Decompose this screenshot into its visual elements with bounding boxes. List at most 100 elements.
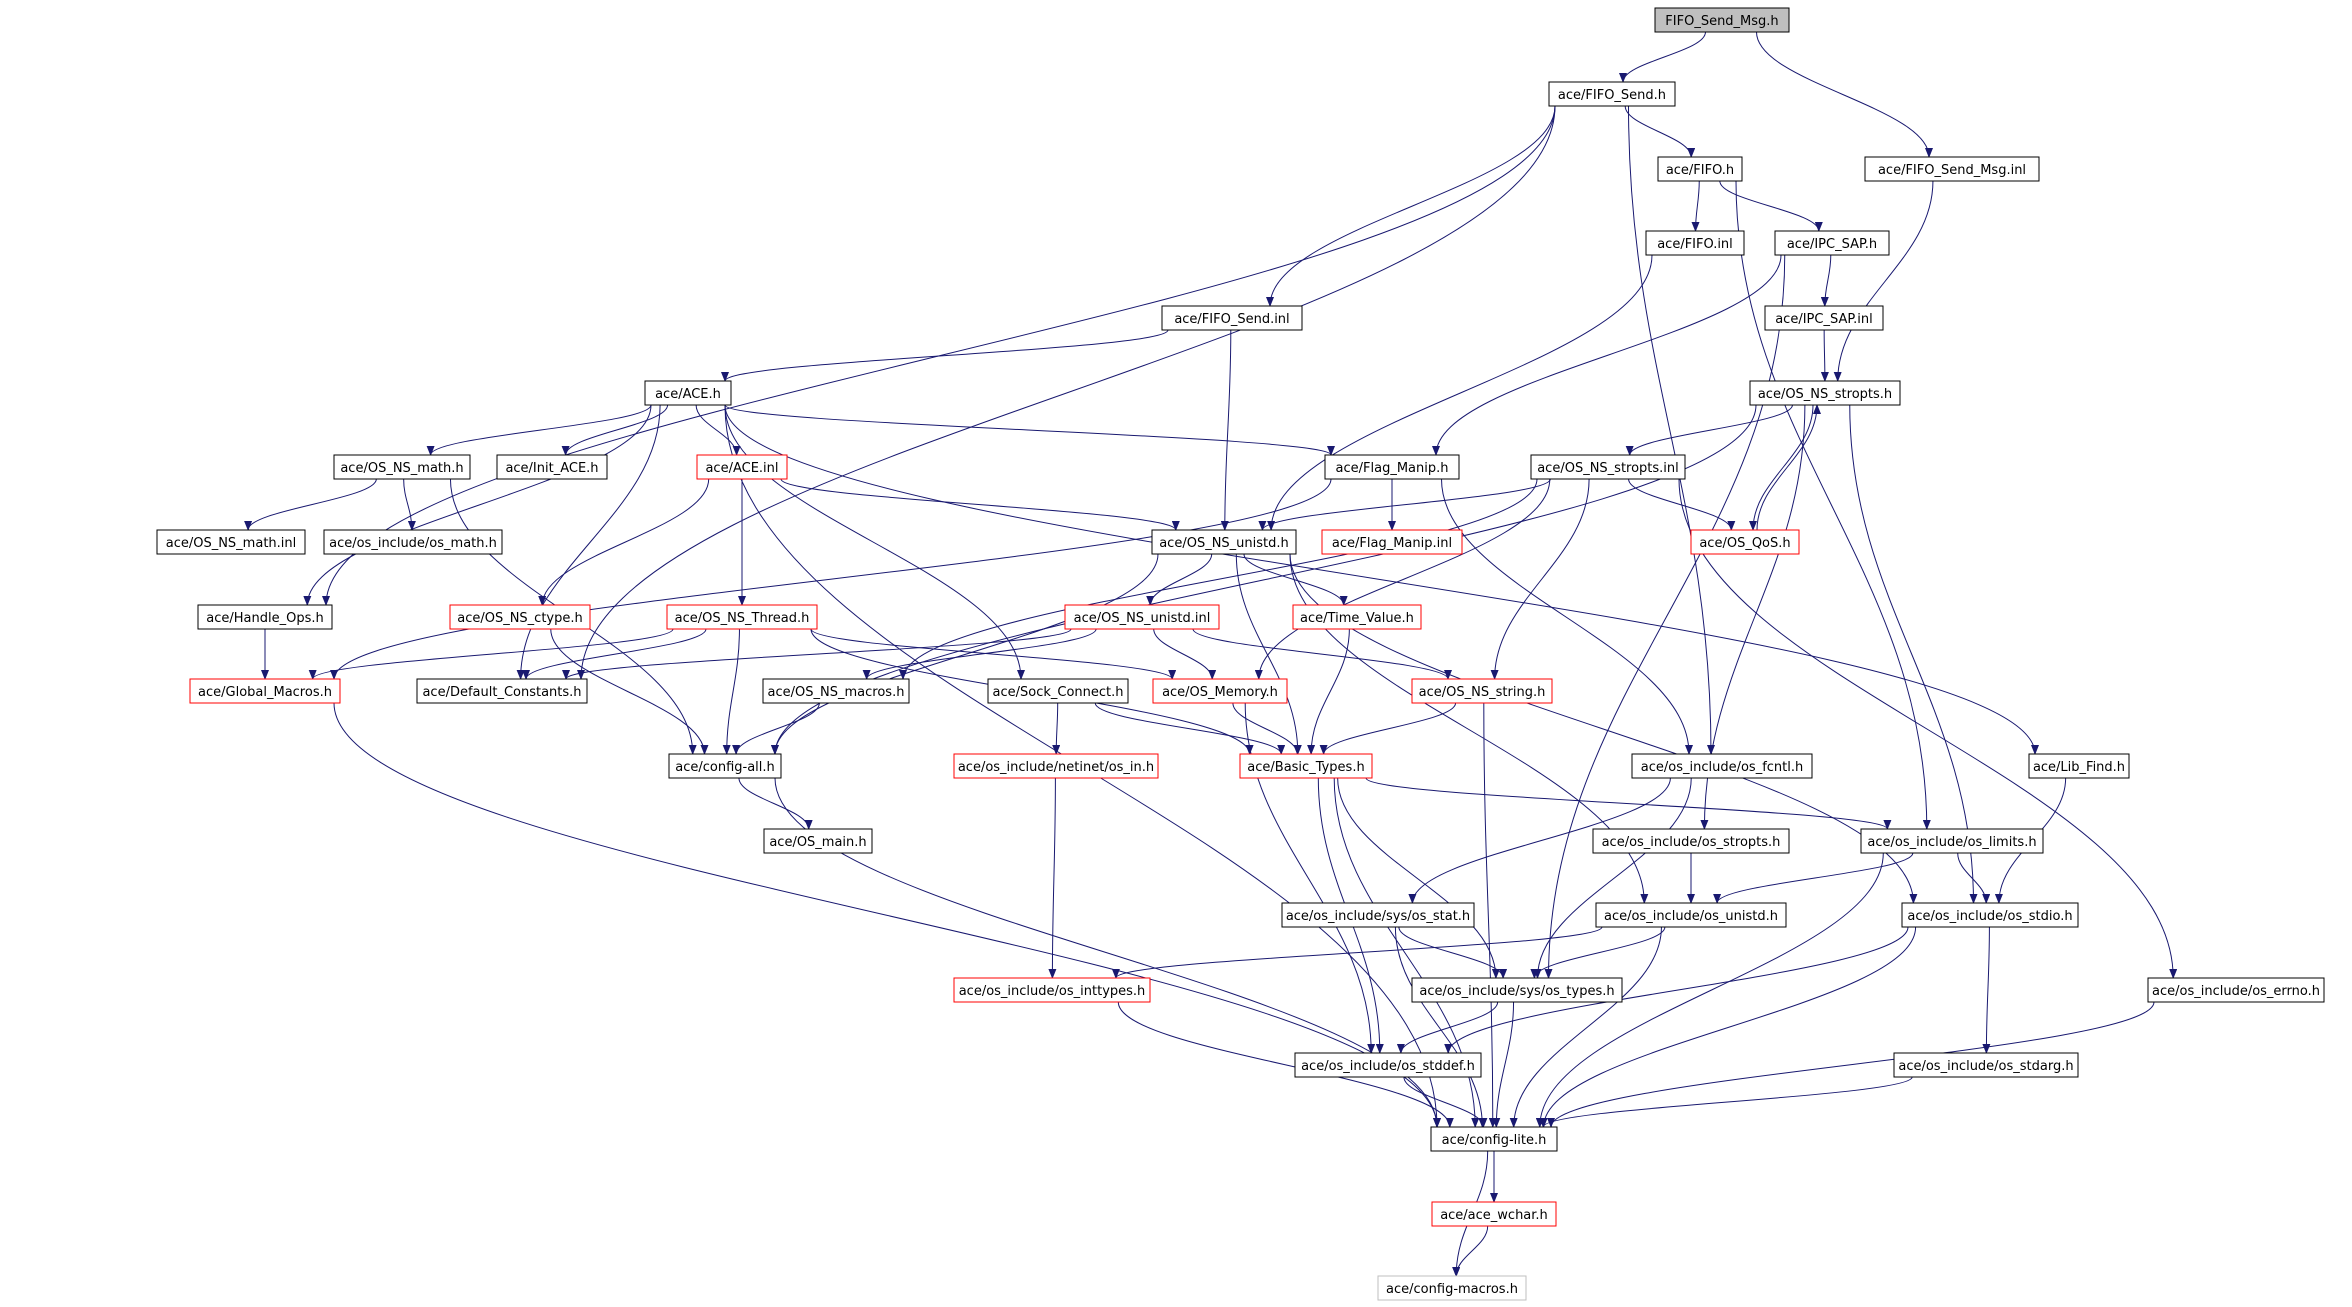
node-label: ace/IPC_SAP.inl <box>1775 312 1873 327</box>
node-os-stddef-h[interactable]: ace/os_include/os_stddef.h <box>1294 1052 1482 1078</box>
edge-root-to-fifo_send_msg_inl <box>1756 31 1933 158</box>
edge-os_ns_stropts_inl-to-os_qos_h <box>1628 478 1736 531</box>
node-init-ace-h[interactable]: ace/Init_ACE.h <box>496 454 608 480</box>
node-sys-os-stat-h[interactable]: ace/os_include/sys/os_stat.h <box>1281 902 1475 928</box>
node-config-all-h[interactable]: ace/config-all.h <box>668 753 782 779</box>
node-os-stdio-h[interactable]: ace/os_include/os_stdio.h <box>1901 902 2079 928</box>
node-box <box>2147 977 2325 1003</box>
edge-ace_h-to-init_ace_h <box>561 404 669 456</box>
edge-ace_h-to-ace_inl <box>695 404 741 456</box>
edge-fifo_h-to-fifo_inl <box>1691 180 1700 232</box>
edge-sys_os_stat_h-to-config_lite_h <box>1394 926 1487 1128</box>
edge-os_unistd_h-to-os_inttypes_h <box>1112 926 1603 979</box>
node-ace-h[interactable]: ace/ACE.h <box>644 380 732 406</box>
node-os-ns-stropts-inl[interactable]: ace/OS_NS_stropts.inl <box>1530 454 1686 480</box>
node-box <box>1548 81 1676 107</box>
node-os-ns-string-h[interactable]: ace/OS_NS_string.h <box>1411 678 1553 704</box>
edge-os_qos_h-to-os_ns_stropts_h <box>1756 404 1821 531</box>
edge-os_ns_string_h-to-basic_types_h <box>1319 702 1457 755</box>
node-label: ace/os_include/os_unistd.h <box>1604 909 1778 924</box>
edge-os_ns_math_h-to-os_include_os_math_h <box>403 478 416 531</box>
node-config-macros-h[interactable]: ace/config-macros.h <box>1377 1275 1527 1301</box>
node-label: ace/OS_NS_math.h <box>340 461 463 476</box>
node-ipc-sap-h[interactable]: ace/IPC_SAP.h <box>1774 230 1890 256</box>
node-os-limits-h[interactable]: ace/os_include/os_limits.h <box>1860 828 2044 854</box>
node-fifo-send-h[interactable]: ace/FIFO_Send.h <box>1548 81 1676 107</box>
node-label: ace/Global_Macros.h <box>198 685 332 700</box>
node-box <box>416 678 588 704</box>
node-root[interactable]: FIFO_Send_Msg.h <box>1654 7 1790 33</box>
node-os-inttypes-h[interactable]: ace/os_include/os_inttypes.h <box>953 977 1151 1003</box>
node-sock-connect-h[interactable]: ace/Sock_Connect.h <box>987 678 1129 704</box>
edge-os_ns_unistd_inl-to-os_ns_string_h <box>1192 628 1452 680</box>
node-box <box>1595 902 1787 928</box>
node-label: ace/FIFO.inl <box>1657 237 1733 252</box>
edge-fifo_inl-to-os_ns_unistd_h <box>1267 254 1653 531</box>
node-os-stdarg-h[interactable]: ace/os_include/os_stdarg.h <box>1893 1052 2079 1078</box>
node-os-ns-unistd-inl[interactable]: ace/OS_NS_unistd.inl <box>1064 604 1220 630</box>
node-box <box>449 604 591 630</box>
node-global-macros-h[interactable]: ace/Global_Macros.h <box>189 678 341 704</box>
node-box <box>763 828 873 854</box>
node-os-qos-h[interactable]: ace/OS_QoS.h <box>1690 529 1800 555</box>
node-box <box>1901 902 2079 928</box>
node-box <box>696 454 788 480</box>
edge-os_memory_h-to-basic_types_h <box>1232 702 1302 755</box>
node-label: ace/config-all.h <box>675 760 775 775</box>
node-flag-manip-inl[interactable]: ace/Flag_Manip.inl <box>1321 529 1463 555</box>
node-label: ace/OS_NS_math.inl <box>166 536 297 551</box>
node-os-ns-stropts-h[interactable]: ace/OS_NS_stropts.h <box>1749 380 1901 406</box>
edge-ace_wchar_h-to-config_macros_h <box>1452 1225 1489 1277</box>
node-lib-find-h[interactable]: ace/Lib_Find.h <box>2028 753 2130 779</box>
node-os-ns-macros-h[interactable]: ace/OS_NS_macros.h <box>762 678 910 704</box>
node-fifo-inl[interactable]: ace/FIFO.inl <box>1645 230 1745 256</box>
node-label: ace/ace_wchar.h <box>1440 1208 1548 1223</box>
node-sys-os-types-h[interactable]: ace/os_include/sys/os_types.h <box>1411 977 1623 1003</box>
node-os-fcntl-h[interactable]: ace/os_include/os_fcntl.h <box>1631 753 1813 779</box>
node-label: ace/OS_NS_macros.h <box>768 685 905 700</box>
node-os-memory-h[interactable]: ace/OS_Memory.h <box>1152 678 1288 704</box>
node-netinet-os-in-h[interactable]: ace/os_include/netinet/os_in.h <box>953 753 1159 779</box>
node-box <box>1281 902 1475 928</box>
edge-os_fcntl_h-to-sys_os_stat_h <box>1408 777 1671 904</box>
node-os-ns-ctype-h[interactable]: ace/OS_NS_ctype.h <box>449 604 591 630</box>
node-flag-manip-h[interactable]: ace/Flag_Manip.h <box>1324 454 1460 480</box>
edge-sock_connect_h-to-netinet_os_in_h <box>1052 702 1061 755</box>
node-os-unistd-h[interactable]: ace/os_include/os_unistd.h <box>1595 902 1787 928</box>
node-time-value-h[interactable]: ace/Time_Value.h <box>1292 604 1422 630</box>
node-box <box>1324 454 1460 480</box>
node-config-lite-h[interactable]: ace/config-lite.h <box>1430 1126 1558 1152</box>
node-box <box>668 753 782 779</box>
edge-netinet_os_in_h-to-os_inttypes_h <box>1048 777 1057 979</box>
node-box <box>1592 828 1790 854</box>
node-label: ace/config-macros.h <box>1386 1282 1518 1297</box>
node-box <box>156 529 306 555</box>
edge-fifo_send_inl-to-ace_h <box>721 329 1169 382</box>
node-fifo-send-inl[interactable]: ace/FIFO_Send.inl <box>1161 305 1303 331</box>
node-label: ace/os_include/netinet/os_in.h <box>958 760 1154 775</box>
edge-os_ns_unistd_inl-to-default_constants_h <box>562 628 1072 680</box>
node-ace-wchar-h[interactable]: ace/ace_wchar.h <box>1431 1201 1557 1227</box>
node-os-stropts-h[interactable]: ace/os_include/os_stropts.h <box>1592 828 1790 854</box>
node-default-constants-h[interactable]: ace/Default_Constants.h <box>416 678 588 704</box>
node-os-ns-thread-h[interactable]: ace/OS_NS_Thread.h <box>666 604 818 630</box>
node-basic-types-h[interactable]: ace/Basic_Types.h <box>1239 753 1373 779</box>
node-label: ace/OS_NS_stropts.inl <box>1537 461 1679 476</box>
node-os-include-os-math-h[interactable]: ace/os_include/os_math.h <box>323 529 503 555</box>
node-label: ace/os_include/os_errno.h <box>2152 984 2320 999</box>
edge-os_stddef_h-to-config_lite_h <box>1403 1076 1488 1128</box>
node-os-ns-unistd-h[interactable]: ace/OS_NS_unistd.h <box>1151 529 1297 555</box>
node-box <box>1239 753 1373 779</box>
node-ace-inl[interactable]: ace/ACE.inl <box>696 454 788 480</box>
node-fifo-send-msg-inl[interactable]: ace/FIFO_Send_Msg.inl <box>1864 156 2040 182</box>
node-os-ns-math-inl[interactable]: ace/OS_NS_math.inl <box>156 529 306 555</box>
node-fifo-h[interactable]: ace/FIFO.h <box>1657 156 1743 182</box>
node-os-errno-h[interactable]: ace/os_include/os_errno.h <box>2147 977 2325 1003</box>
node-handle-ops-h[interactable]: ace/Handle_Ops.h <box>197 604 333 630</box>
edge-fifo_send_inl-to-os_ns_unistd_h <box>1220 329 1232 531</box>
node-os-main-h[interactable]: ace/OS_main.h <box>763 828 873 854</box>
node-os-ns-math-h[interactable]: ace/OS_NS_math.h <box>333 454 471 480</box>
edge-os_stdio_h-to-os_stdarg_h <box>1982 926 1991 1054</box>
node-ipc-sap-inl[interactable]: ace/IPC_SAP.inl <box>1764 305 1884 331</box>
